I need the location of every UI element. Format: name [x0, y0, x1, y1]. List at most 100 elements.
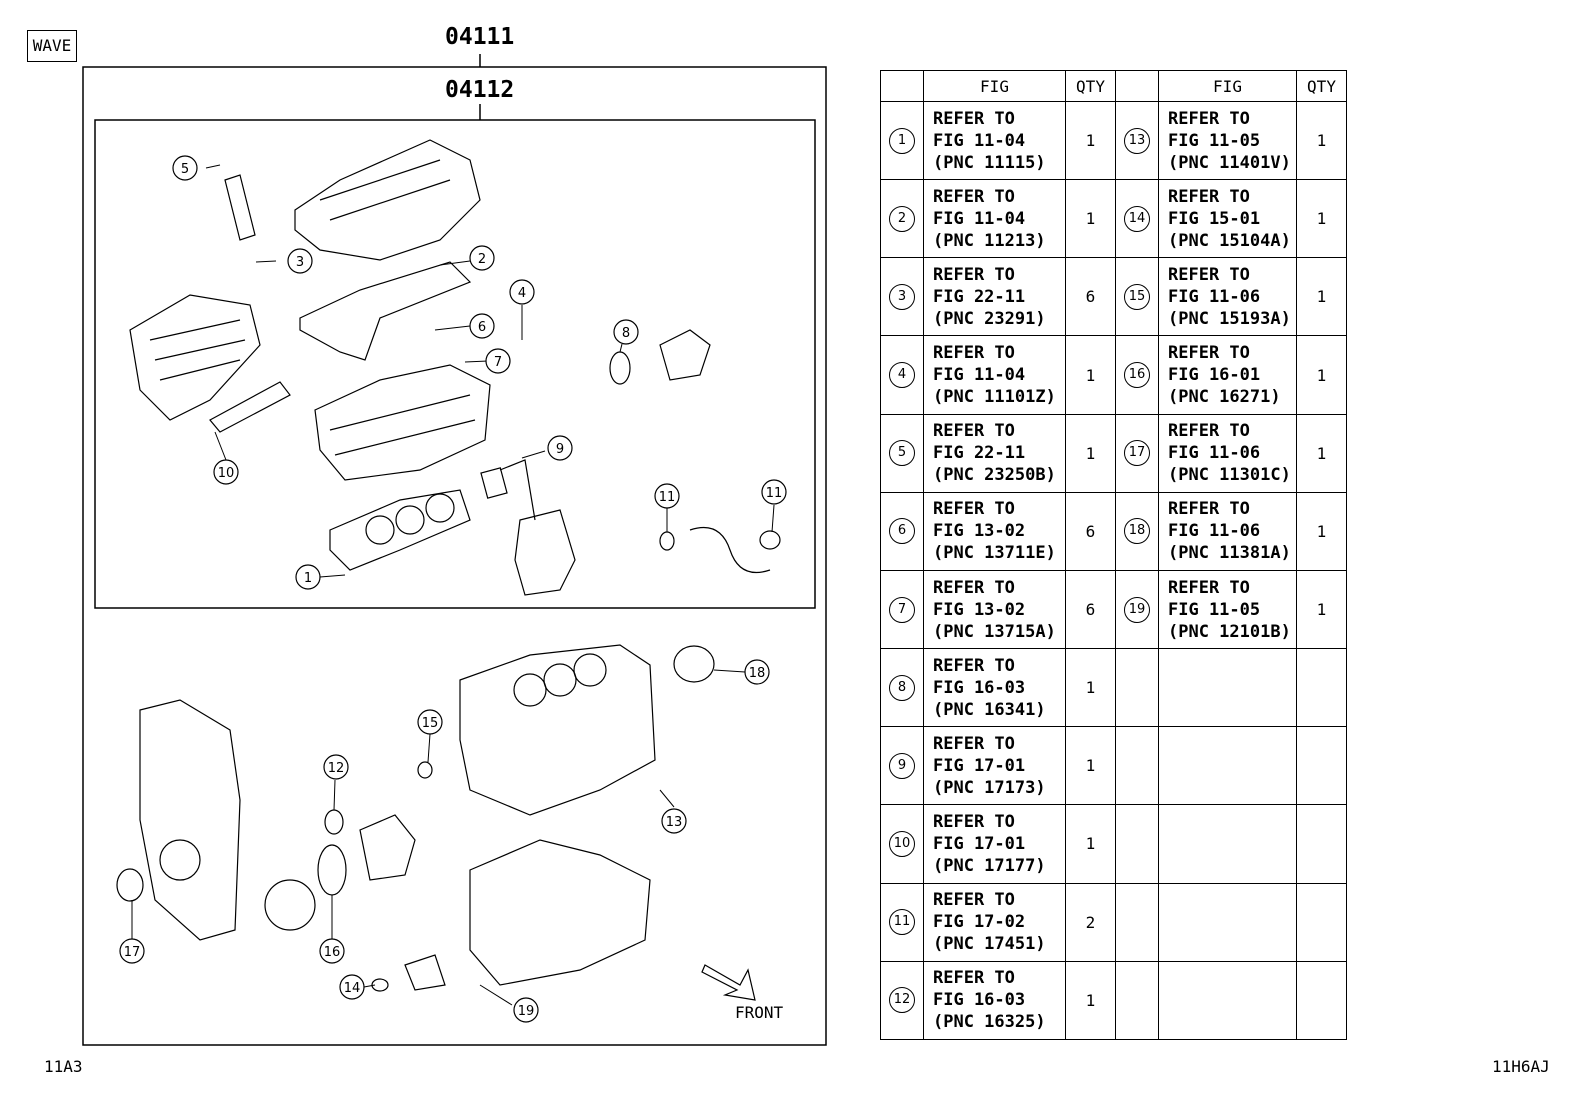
callout-8: 8	[613, 319, 639, 345]
quantity: 1	[1065, 648, 1116, 728]
table-row: 5 REFER TO FIG 22-11 (PNC 23250B)1 17 REFER…	[880, 413, 1347, 493]
front-arrow-icon	[701, 964, 756, 1001]
quantity: 1	[1296, 569, 1347, 650]
ref-number-cell: 12	[880, 960, 924, 1041]
ref-number: 7	[889, 596, 915, 623]
svg-text:9: 9	[556, 442, 564, 457]
ref-number-cell: 2	[880, 179, 924, 259]
svg-text:15: 15	[422, 716, 439, 731]
ref-number: 11	[889, 909, 915, 936]
ref-number: 15	[1124, 283, 1150, 310]
fig-reference: REFER TO FIG 15-01 (PNC 15104A)	[1158, 179, 1297, 259]
quantity: 6	[1065, 569, 1116, 650]
quantity: 6	[1065, 491, 1116, 571]
callout-1: 1	[295, 564, 321, 590]
ref-number: 10	[889, 830, 915, 857]
callout-11-left: 11	[654, 483, 680, 509]
fig-reference: REFER TO FIG 17-01 (PNC 17177)	[923, 804, 1066, 884]
part-sketches	[116, 139, 781, 1001]
ref-number-cell	[1115, 648, 1159, 728]
quantity: 1	[1296, 491, 1347, 571]
footer-right-code: 11H6AJ	[1492, 1057, 1550, 1076]
quantity	[1296, 882, 1347, 962]
callout-4: 4	[509, 279, 535, 305]
ref-number-cell	[1115, 726, 1159, 806]
quantity: 1	[1296, 179, 1347, 259]
fig-reference: REFER TO FIG 11-06 (PNC 15193A)	[1158, 257, 1297, 337]
ref-number-cell: 13	[1115, 100, 1159, 181]
ref-number: 14	[1124, 205, 1150, 232]
catalytic-converter-sketch	[514, 509, 576, 596]
wave-label: WAVE	[27, 30, 77, 62]
ref-number-cell: 5	[880, 413, 924, 493]
table-row: 11 REFER TO FIG 17-02 (PNC 17451)2	[880, 882, 1347, 962]
fig-reference: REFER TO FIG 11-06 (PNC 11381A)	[1158, 491, 1297, 571]
quantity: 1	[1065, 413, 1116, 493]
svg-text:12: 12	[328, 761, 345, 776]
svg-text:3: 3	[296, 255, 304, 270]
head-gasket-sketch	[329, 489, 471, 571]
water-outlet-sketch	[659, 329, 711, 381]
fig-reference: REFER TO FIG 11-06 (PNC 11301C)	[1158, 413, 1297, 493]
head-cover-gasket-sketch	[299, 261, 472, 361]
ref-number-cell: 11	[880, 882, 924, 962]
svg-text:17: 17	[124, 945, 141, 960]
quantity: 1	[1065, 335, 1116, 415]
quantity: 1	[1296, 335, 1347, 415]
quantity: 2	[1065, 882, 1116, 962]
callout-15: 15	[417, 709, 443, 735]
manifold-gasket-sketch	[209, 381, 291, 433]
quantity: 1	[1065, 179, 1116, 259]
ref-number: 19	[1124, 596, 1150, 623]
assembly-number-inner: 04112	[445, 77, 515, 103]
callout-14: 14	[339, 974, 365, 1000]
ref-number-cell: 3	[880, 257, 924, 337]
quantity	[1296, 960, 1347, 1041]
outlet-gasket-sketch	[609, 351, 631, 385]
pump-cover-sketch	[404, 954, 446, 991]
ref-number-cell: 14	[1115, 179, 1159, 259]
fig-reference: REFER TO FIG 22-11 (PNC 23250B)	[923, 413, 1066, 493]
ref-number-cell: 18	[1115, 491, 1159, 571]
callout-11-right: 11	[761, 479, 787, 505]
callout-2: 2	[469, 245, 495, 271]
ref-number: 17	[1124, 440, 1150, 467]
ref-number-cell: 15	[1115, 257, 1159, 337]
header-num-right	[1115, 70, 1159, 102]
water-pump-sketch	[264, 879, 316, 931]
quantity: 1	[1065, 804, 1116, 884]
svg-text:7: 7	[494, 355, 502, 370]
fig-reference: REFER TO FIG 22-11 (PNC 23291)	[923, 257, 1066, 337]
cylinder-block-sketch	[459, 644, 656, 816]
quantity: 6	[1065, 257, 1116, 337]
callout-19: 19	[513, 997, 539, 1023]
timing-cover-sketch	[139, 699, 241, 941]
header-num-left	[880, 70, 924, 102]
oil-pan-sketch	[469, 839, 651, 986]
intake-manifold-sketch	[129, 294, 261, 421]
callout-3: 3	[287, 248, 313, 274]
header-fig-left: FIG	[923, 70, 1066, 102]
svg-text:11: 11	[766, 486, 783, 501]
front-crank-seal-sketch	[116, 868, 144, 902]
ref-number: 9	[889, 752, 915, 779]
svg-text:19: 19	[518, 1004, 535, 1019]
ref-number: 5	[889, 440, 915, 467]
ref-number: 1	[889, 127, 915, 154]
svg-text:16: 16	[324, 945, 341, 960]
callout-13: 13	[661, 808, 687, 834]
assembly-number-outer: 04111	[445, 24, 515, 50]
quantity	[1296, 804, 1347, 884]
ref-number-cell: 7	[880, 569, 924, 650]
svg-text:13: 13	[666, 815, 683, 830]
table-row: 10 REFER TO FIG 17-01 (PNC 17177)1	[880, 804, 1347, 884]
fig-reference: REFER TO FIG 17-02 (PNC 17451)	[923, 882, 1066, 962]
fig-reference: REFER TO FIG 11-05 (PNC 11401V)	[1158, 100, 1297, 181]
ref-number-cell: 8	[880, 648, 924, 728]
